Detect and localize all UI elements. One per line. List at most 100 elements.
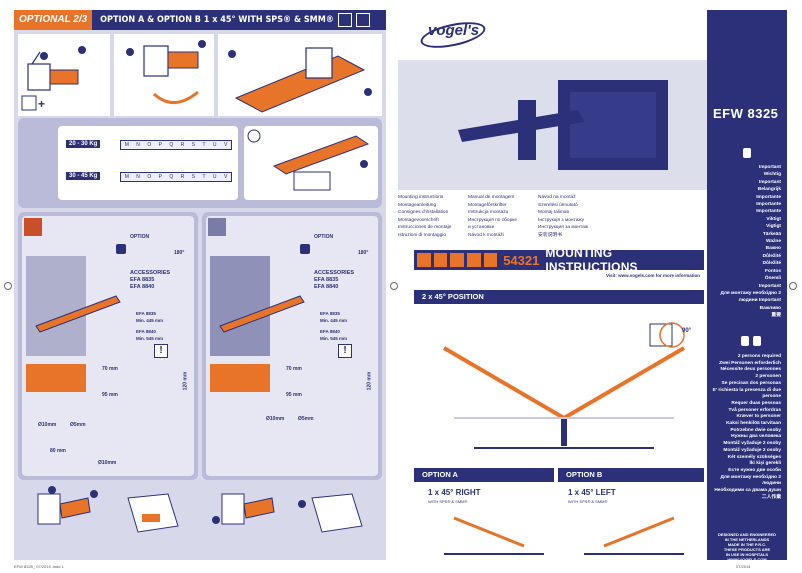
footer-line: THESE PRODUCTS ARE — [723, 547, 771, 552]
manual-language: Montagefôrskrifter — [468, 202, 507, 208]
important-label: Важно — [765, 246, 781, 252]
manual-language: Montagevoorschrift — [398, 217, 439, 223]
important-label: Importante — [756, 194, 781, 200]
product-photo — [398, 60, 707, 190]
option-illustrations — [444, 516, 684, 555]
optional-tag: OPTIONAL 2/3 — [14, 10, 93, 30]
warning-icon — [743, 148, 751, 158]
rail-letter: U — [212, 174, 217, 180]
persons-label: Есте нужно две особи — [728, 467, 781, 473]
step-illustration-cable — [202, 484, 382, 556]
persons-icon — [753, 336, 761, 346]
rail-letter: V — [223, 174, 228, 180]
step-illustration-mount — [218, 34, 382, 116]
dim-top: 70 mm — [102, 366, 118, 372]
manual-language: и установке — [468, 225, 495, 231]
footer-line: DESIGNED AND ENGINEERED — [717, 532, 777, 537]
persons-label: Se precisan dos personas — [721, 380, 781, 386]
spec-list: EFA 8835 Min. 445 mm EFA 8840 Min. 545 m… — [320, 311, 348, 341]
option-a-bar: OPTION A — [414, 468, 554, 482]
drill-size-small: Ø5mm — [298, 416, 314, 422]
product-code: 54321 — [503, 252, 540, 268]
footer-line: IN USE IN HOSPITALS — [725, 552, 769, 557]
svg-text:+: + — [38, 97, 45, 111]
option-b-bar: OPTION B — [558, 468, 704, 482]
rail-letter: R — [180, 174, 185, 180]
wall-panel-concrete: OPTION 180° ACCESSORIES EFA 8835 EFA 884… — [202, 212, 382, 480]
manual-language: Instrucciones de montaje — [398, 225, 452, 231]
persons-label: Två personer erfordras — [728, 407, 781, 413]
important-label: Для монтажу необхідно 2 людини Important — [720, 290, 781, 304]
important-label: Důležité — [762, 253, 781, 259]
position-bar: 2 x 45° POSITION — [414, 290, 704, 304]
important-label: Importante — [756, 202, 781, 208]
accessories-list: ACCESSORIES EFA 8835 EFA 8840 — [130, 270, 171, 290]
footer-line: MADE IN THE P.R.C. — [727, 542, 767, 547]
rail-bracket-illustration — [247, 129, 370, 191]
persons-label: Необходими са двама души — [714, 488, 781, 494]
section-header: OPTIONAL 2/3 OPTION A & OPTION B 1 x 45°… — [14, 10, 386, 30]
important-label: Dôležité — [762, 261, 781, 267]
persons-icon — [116, 244, 126, 254]
manual-language: Инструкция за монтаж — [538, 225, 588, 231]
dim-80: 80 mm — [50, 448, 66, 454]
option-label: OPTION — [130, 234, 150, 240]
option-b-sub: WITH SPS® & SMM® — [568, 499, 608, 504]
brick-wall-icon — [24, 218, 42, 236]
persons-label: Két személy szükséges — [727, 454, 781, 460]
manual-language: Instrukcja montażu — [468, 210, 509, 216]
important-label: Important — [758, 179, 781, 185]
manual-language: Montaj talimatı — [538, 210, 570, 216]
dim-bottom: 95 mm — [286, 392, 302, 398]
rail-letter: P — [158, 174, 162, 180]
manual-language: Istruzioni di montaggio — [398, 232, 446, 238]
persons-icon — [300, 244, 310, 254]
persons-label: Kaksi henkilöä tarvitaan — [726, 421, 781, 427]
brand-logo: vogel's — [428, 22, 480, 39]
option-b-title: 1 x 45° LEFT — [568, 488, 616, 497]
left-page: OPTIONAL 2/3 OPTION A & OPTION B 1 x 45°… — [14, 10, 386, 560]
rail-letter: S — [191, 174, 196, 180]
important-label: Important — [758, 165, 781, 170]
registration-mark-center — [390, 282, 398, 290]
rail-letter: M — [124, 142, 129, 148]
rail-letter: O — [147, 174, 152, 180]
footer-date-right: 07/2014 — [736, 564, 751, 569]
spec-list: EFA 8835 Min. 445 mm EFA 8840 Min. 545 m… — [136, 311, 164, 341]
persons-label: Nécessite deux personnes — [720, 367, 781, 373]
persons-label: Для монтажу необхідно 2 людини — [720, 474, 781, 487]
rail-letter: O — [147, 142, 152, 148]
dim-right: 120 mm — [182, 371, 189, 391]
rail-letter: Q — [169, 174, 174, 180]
persons-label: Requer duas pessoas — [731, 400, 781, 406]
rail-letter: M — [124, 174, 129, 180]
model-number: EFW 8325 — [713, 106, 779, 121]
important-label: Vigtigt — [766, 224, 781, 230]
rail-letter: R — [180, 142, 185, 148]
important-label: Fontos — [765, 268, 781, 274]
accessories-list: ACCESSORIES EFA 8835 EFA 8840 — [314, 270, 355, 290]
rail-letter: N — [136, 174, 140, 180]
position-illustration: 90° — [414, 308, 704, 463]
persons-label: Montáž vyžaduje 2 osoby — [723, 447, 781, 453]
drill-size-a: Ø10mm — [98, 460, 117, 466]
tv-outline — [26, 364, 86, 392]
weight-label-high: 30 - 45 Kg — [66, 172, 101, 180]
rail-letter: P — [158, 142, 162, 148]
important-label: Wichtig — [763, 172, 781, 178]
rail-letter: N — [136, 142, 140, 148]
section-title: OPTION A & OPTION B 1 x 45° WITH SPS® & … — [100, 15, 334, 25]
persons-label: 二人作業 — [761, 494, 781, 500]
persons-label: Kræver to personer — [736, 414, 781, 420]
wall-panel-brick: OPTION 180° ACCESSORIES EFA 8835 EFA 884… — [18, 212, 198, 480]
important-label: Important — [758, 283, 781, 289]
persons-label: Нужны два человека — [731, 434, 781, 440]
rail-letter: T — [202, 142, 206, 148]
